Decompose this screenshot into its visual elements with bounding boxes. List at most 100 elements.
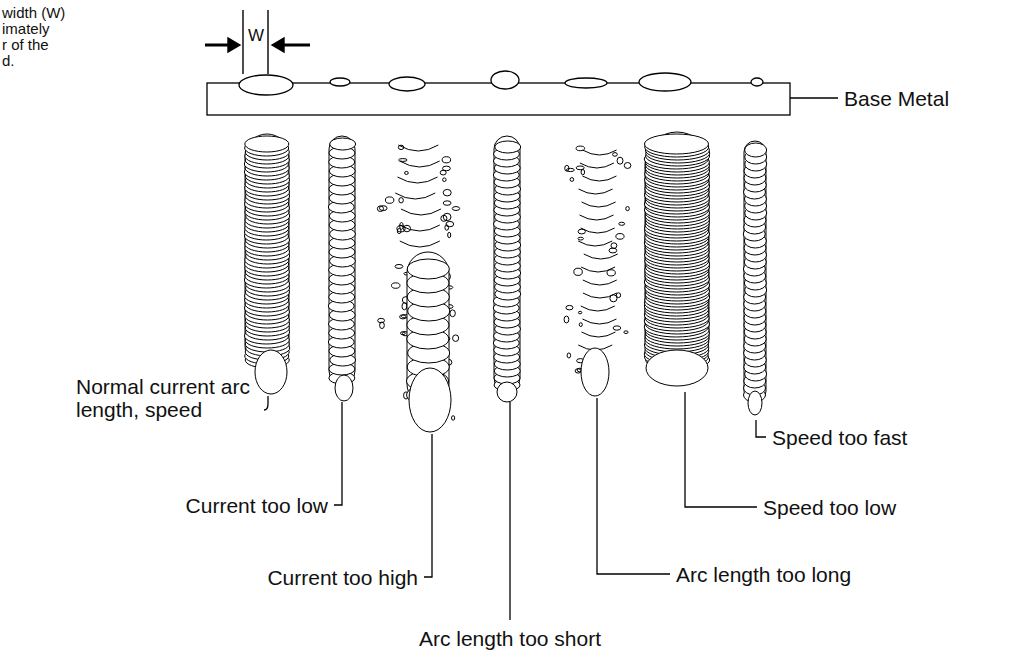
leader-line	[685, 392, 757, 507]
spatter	[576, 166, 584, 170]
spatter	[564, 316, 569, 323]
spatter	[443, 201, 451, 205]
leader-line	[509, 402, 510, 620]
spatter	[380, 322, 385, 329]
bead-ripple	[409, 368, 451, 432]
bead-ripple	[245, 136, 289, 152]
bead-ripple	[580, 163, 614, 168]
bead-ripple	[582, 176, 616, 181]
bead-ripple	[400, 241, 440, 247]
bead-ripple	[748, 391, 762, 415]
spatter	[405, 171, 409, 174]
bead-ripple	[395, 193, 435, 199]
leader-line	[264, 396, 268, 410]
spatter	[566, 305, 573, 309]
bead-outline	[744, 141, 766, 402]
bead-ripple	[400, 161, 440, 167]
bead-section	[239, 75, 293, 95]
bead-section	[330, 78, 350, 86]
spatter	[443, 189, 451, 196]
bead-ripple	[335, 375, 353, 401]
bead-ripple	[497, 382, 517, 402]
bead-label: Arc length too short	[419, 627, 601, 650]
bead-ripple	[581, 267, 615, 272]
note-text: width (W)	[2, 5, 65, 21]
spatter	[453, 335, 459, 342]
spatter	[401, 332, 406, 335]
spatter	[452, 207, 459, 211]
spatter	[385, 197, 393, 203]
bead-ripple	[581, 228, 615, 233]
bead-label: Speed too low	[763, 496, 896, 519]
spatter	[578, 237, 584, 240]
arrow-head	[272, 38, 284, 52]
weld-beads	[244, 132, 766, 432]
leader-line	[334, 402, 342, 505]
spatter	[566, 168, 574, 171]
bead-label: Current too low	[186, 494, 328, 517]
bead-section	[491, 71, 519, 89]
bead-section	[751, 78, 763, 86]
bead-label: Arc length too long	[676, 563, 851, 586]
spatter	[448, 232, 451, 237]
spatter	[579, 323, 582, 327]
bead-ripple	[401, 209, 441, 215]
bead-ripple	[400, 225, 440, 231]
spatter	[452, 416, 455, 420]
spatter	[609, 248, 617, 253]
bead-ripple	[583, 293, 617, 298]
bead-outline	[329, 136, 355, 384]
spatter	[442, 157, 450, 163]
leader-line	[756, 420, 766, 437]
spatter	[626, 207, 630, 211]
bead-ripple	[398, 177, 438, 183]
note-text: d.	[2, 53, 15, 69]
leader-line	[424, 434, 432, 577]
leader-line	[597, 398, 670, 574]
spatter	[567, 353, 570, 358]
width-marker	[205, 10, 310, 74]
bead-label: Normal current arc length, speed	[76, 375, 260, 421]
spatter	[445, 225, 449, 230]
note-text: r of the	[2, 37, 49, 53]
spatter	[613, 153, 618, 157]
spatter	[442, 166, 450, 171]
bead-ripple	[583, 150, 617, 155]
base-metal	[207, 71, 790, 115]
spatter	[443, 178, 447, 182]
spatter	[611, 243, 617, 249]
bead-outline	[494, 136, 520, 391]
spatter	[392, 283, 400, 288]
bead-ripple	[495, 141, 521, 153]
bead-ripple	[584, 254, 618, 259]
leader-lines	[264, 98, 838, 620]
spatter	[581, 169, 585, 174]
bead-ripple	[255, 350, 287, 394]
bead-ripple	[581, 306, 615, 311]
bead-ripple	[745, 143, 767, 157]
spatter	[395, 264, 403, 268]
spatter	[619, 222, 625, 225]
arrow-head	[228, 38, 240, 52]
spatter	[379, 206, 387, 211]
bead-outline	[645, 132, 709, 370]
bead-ripple	[581, 332, 615, 337]
spatter	[450, 310, 455, 317]
bead-ripple	[579, 189, 613, 194]
spatter	[441, 215, 447, 221]
dimension-line	[267, 10, 268, 74]
spatter	[399, 198, 403, 203]
spatter	[446, 221, 454, 226]
bead-ripple	[407, 259, 449, 279]
bead-section	[389, 77, 425, 91]
bead-section	[565, 78, 607, 88]
bead-ripple	[583, 280, 617, 285]
spatter	[578, 311, 581, 314]
part-label: Base Metal	[844, 87, 949, 110]
spatter	[616, 234, 624, 240]
bead-ripple	[580, 215, 614, 220]
spatter	[613, 326, 621, 330]
bead-ripple	[644, 134, 708, 154]
bead-ripple	[582, 319, 616, 324]
spatter	[624, 162, 631, 168]
